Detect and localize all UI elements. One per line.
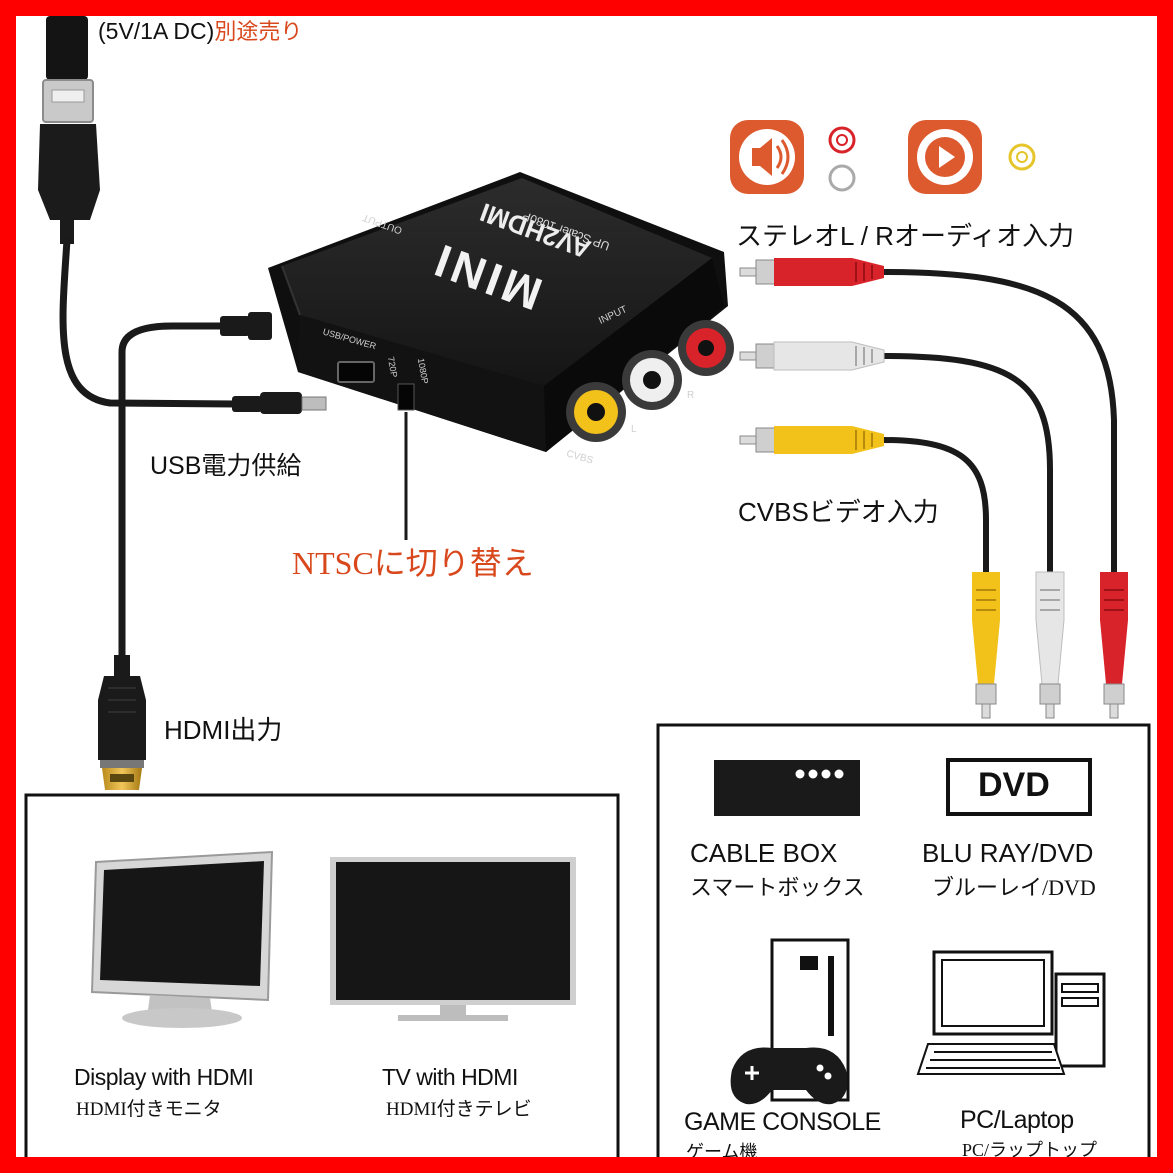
ntsc-switch — [397, 383, 415, 411]
bluray-label-en: BLU RAY/DVD — [922, 838, 1094, 868]
pc-label-jp: PC/ラップトップ — [962, 1140, 1098, 1160]
desktop-pc-icon — [916, 950, 1106, 1075]
game-label-jp: ゲーム機 — [686, 1142, 758, 1162]
cvbs-jack — [566, 382, 626, 442]
cable-box-label-jp: スマートボックス — [690, 875, 865, 900]
dvd-player-icon — [946, 758, 1092, 816]
power-spec-label: (5V/1A DC)別途売り — [98, 14, 302, 46]
red-rca-cable — [881, 269, 1117, 572]
bluray-label-jp: ブルーレイ/DVD — [932, 875, 1096, 900]
output-panel — [24, 793, 620, 1173]
white-rca-plug-bottom — [1035, 571, 1065, 719]
right-audio-jack — [678, 320, 734, 376]
dvd-logo-text: DVD — [978, 766, 1050, 804]
red-rca-plug-bottom — [1100, 572, 1128, 719]
game-label-en: GAME CONSOLE — [684, 1108, 881, 1136]
white-rca-cable — [881, 353, 1053, 572]
micro-usb-plug — [232, 392, 327, 414]
pc-label-en: PC/Laptop — [960, 1106, 1074, 1134]
audio-input-label: ステレオL / Rオーディオ入力 — [736, 221, 1075, 251]
device-r-label: R — [687, 390, 695, 401]
gamepad-icon — [730, 938, 850, 1105]
monitor-icon — [90, 850, 274, 1028]
yellow-rca-cable — [881, 437, 989, 572]
power-note: 別途売り — [214, 19, 303, 44]
cable-box-label-en: CABLE BOX — [690, 838, 838, 868]
sources-panel — [656, 723, 1151, 1173]
yellow-rca-plug-bottom — [972, 572, 1000, 719]
ntsc-switch-label: NTSCに切り替え — [292, 545, 534, 581]
yellow-video-dot-inner — [1016, 151, 1028, 163]
usb-power-label: USB電力供給 — [150, 452, 302, 480]
left-audio-jack — [622, 350, 682, 410]
white-audio-dot — [828, 164, 856, 192]
hdmi-output-label: HDMI出力 — [164, 715, 283, 745]
usb-power-plug — [38, 16, 100, 244]
hdmi-plug — [98, 655, 146, 790]
speaker-icon — [730, 120, 804, 194]
yellow-rca-plug-top — [739, 426, 884, 454]
play-icon — [908, 120, 982, 194]
hdmi-cable — [118, 322, 228, 666]
tv-label-en: TV with HDMI — [382, 1064, 518, 1090]
set-top-box-icon — [714, 760, 860, 816]
display-label-jp: HDMI付きモニタ — [76, 1099, 222, 1120]
tv-icon — [330, 857, 576, 1021]
hdmi-device-plug — [220, 312, 272, 340]
device-l-label: L — [631, 424, 637, 435]
red-audio-dot-inner — [836, 134, 848, 146]
red-rca-plug-top — [739, 258, 884, 286]
display-label-en: Display with HDMI — [74, 1064, 254, 1090]
power-spec: (5V/1A DC) — [98, 18, 215, 44]
white-rca-plug-top — [739, 341, 885, 371]
video-input-label: CVBSビデオ入力 — [738, 497, 939, 527]
tv-label-jp: HDMI付きテレビ — [386, 1099, 532, 1120]
usb-power-cable — [59, 236, 240, 408]
usb-port — [337, 361, 375, 383]
